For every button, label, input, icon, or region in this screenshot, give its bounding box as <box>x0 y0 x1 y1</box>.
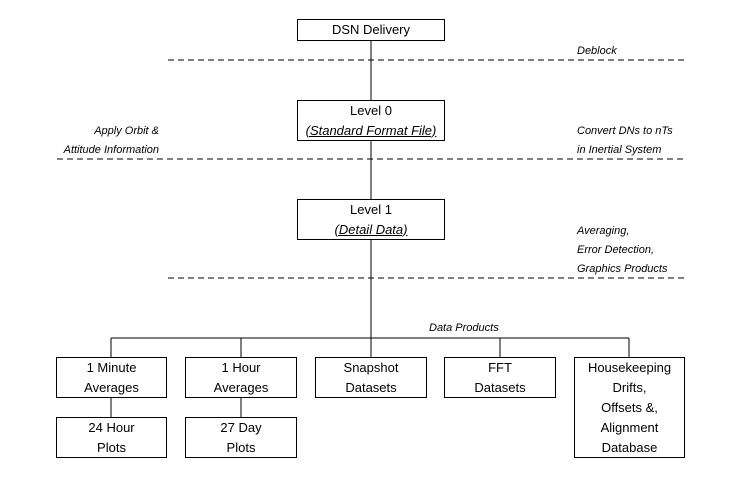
note-convert: Convert DNs to nTs in Inertial System <box>577 125 673 156</box>
product-1-hour-averages: 1 Hour Averages <box>185 357 297 398</box>
product-snapshot-datasets: Snapshot Datasets <box>315 357 427 398</box>
level0-box: Level 0 (Standard Format File) <box>297 100 445 141</box>
note-data-products: Data Products <box>429 322 499 334</box>
level0-title: Level 0 <box>350 102 392 118</box>
note-deblock: Deblock <box>577 45 617 57</box>
level0-subtitle: (Standard Format File) <box>305 122 437 138</box>
note-apply-orbit: Apply Orbit & Attitude Information <box>63 125 159 156</box>
level1-subtitle: (Detail Data) <box>334 221 408 237</box>
sub-product-24-hour-plots: 24 Hour Plots <box>56 417 167 458</box>
sub-product-27-day-plots: 27 Day Plots <box>185 417 297 458</box>
note-averaging: Averaging, Error Detection, Graphics Pro… <box>577 225 668 275</box>
dsn-delivery-box: DSN Delivery <box>297 19 445 41</box>
dsn-delivery-label: DSN Delivery <box>331 22 410 37</box>
product-fft-datasets: FFT Datasets <box>444 357 556 398</box>
level1-title: Level 1 <box>350 201 392 217</box>
product-1-minute-averages: 1 Minute Averages <box>56 357 167 398</box>
product-housekeeping: Housekeeping Drifts, Offsets &, Alignmen… <box>574 357 685 458</box>
level1-box: Level 1 (Detail Data) <box>297 199 445 240</box>
